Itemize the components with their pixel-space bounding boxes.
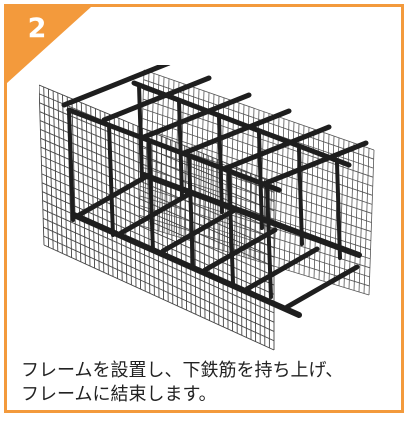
frame-post: [227, 171, 235, 285]
rebar-cage-illustration: [39, 65, 375, 351]
frame-crossbar: [181, 108, 292, 156]
front-mesh-horizontal-bar: [41, 182, 275, 286]
badge-triangle: [7, 7, 91, 83]
frame-crossbar: [258, 140, 369, 188]
caption-line-2: フレームに結束します。: [21, 384, 217, 405]
back-mesh-horizontal-bar: [143, 69, 375, 151]
front-mesh-horizontal-bar: [39, 102, 275, 202]
frame-post: [335, 161, 342, 260]
frame-post: [265, 185, 273, 299]
frame-crossbar: [221, 124, 332, 172]
frame-bottom-crossbar: [118, 190, 194, 236]
step-badge: [7, 7, 91, 83]
rebar-frame: [61, 65, 369, 318]
front-mesh-horizontal-bar: [43, 235, 275, 342]
frame-bottom-longitudinal: [71, 212, 302, 318]
front-mesh-horizontal-bar: [39, 111, 275, 212]
frame-post: [137, 83, 144, 182]
frame-post: [177, 99, 184, 198]
frame-crossbar: [101, 75, 212, 123]
frame-crossbar: [61, 65, 171, 108]
frame-post: [107, 123, 115, 237]
back-mesh-horizontal-bar: [139, 214, 370, 287]
front-mesh-horizontal-bar: [41, 173, 275, 277]
step-caption: フレームを設置し、下鉄筋を持ち上げ、 フレームに結束します。: [21, 359, 401, 407]
front-mesh-horizontal-bar: [41, 164, 275, 267]
front-wall-mesh: [39, 84, 275, 351]
front-mesh-horizontal-bar: [43, 226, 275, 332]
back-mesh-horizontal-bar: [143, 79, 374, 160]
step-card: 2 フレームを設置し、下鉄筋を持ち上げ、 フレームに結束します。: [4, 4, 404, 413]
frame-post: [147, 139, 155, 253]
front-mesh-horizontal-bar: [42, 191, 275, 295]
frame-bottom-crossbar: [160, 208, 236, 254]
frame-post: [257, 131, 264, 230]
frame-bottom-crossbar: [284, 264, 360, 310]
front-mesh-horizontal-bar: [40, 146, 275, 249]
frame-crossbar: [141, 92, 252, 140]
caption-line-1: フレームを設置し、下鉄筋を持ち上げ、: [21, 360, 344, 381]
frame-bottom-crossbar: [202, 227, 278, 273]
front-mesh-horizontal-bar: [41, 155, 275, 258]
frame-post: [297, 147, 304, 246]
frame-bottom-crossbar: [244, 246, 320, 292]
frame-post: [67, 108, 75, 222]
frame-bottom-crossbar: [76, 172, 152, 218]
step-number: 2: [27, 13, 47, 44]
front-mesh-horizontal-bar: [42, 209, 275, 314]
front-mesh-horizontal-bar: [39, 120, 275, 221]
frame-top-longitudinal: [131, 80, 352, 168]
frame-post: [187, 155, 195, 269]
front-mesh-horizontal-bar: [42, 217, 275, 323]
frame-bottom-longitudinal: [141, 172, 362, 258]
back-mesh-horizontal-bar: [140, 166, 371, 242]
front-mesh-horizontal-bar: [43, 244, 275, 351]
front-mesh-horizontal-bar: [40, 137, 275, 240]
frame-post: [217, 115, 224, 214]
frame-top-longitudinal: [66, 107, 282, 193]
